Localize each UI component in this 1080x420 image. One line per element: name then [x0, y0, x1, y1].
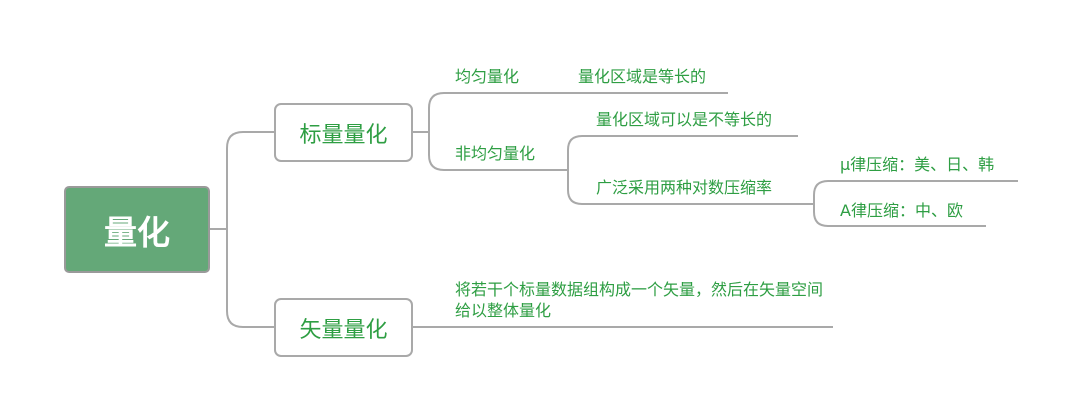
uniform-quantization-label[interactable]: 均匀量化 — [455, 67, 520, 86]
log-to-a-law-connector — [813, 204, 986, 227]
nonuniform-quantization-label[interactable]: 非均匀量化 — [455, 144, 536, 163]
a-law-label[interactable]: A律压缩：中、欧 — [840, 201, 963, 220]
root-node[interactable]: 量化 — [64, 186, 210, 273]
nonuniform-detail-label[interactable]: 量化区域可以是不等长的 — [596, 110, 773, 129]
nonuniform-to-log-connector — [567, 170, 814, 205]
nonuniform-to-detail-connector — [567, 135, 798, 170]
log-compression-label[interactable]: 广泛采用两种对数压缩率 — [596, 178, 773, 197]
scalar-to-uniform-connector — [413, 92, 728, 133]
root-to-vector-connector — [226, 229, 274, 328]
mu-law-label[interactable]: μ律压缩：美、日、韩 — [840, 155, 995, 174]
root-to-scalar-connector — [210, 131, 274, 230]
scalar-quantization-node[interactable]: 标量量化 — [274, 103, 413, 162]
scalar-to-nonuniform-connector — [428, 132, 568, 171]
vector-quantization-node[interactable]: 矢量量化 — [274, 298, 413, 357]
log-to-mu-law-connector — [813, 180, 1018, 204]
uniform-detail-label[interactable]: 量化区域是等长的 — [578, 67, 707, 86]
vector-detail-label[interactable]: 将若干个标量数据组构成一个矢量，然后在矢量空间给以整体量化 — [455, 280, 824, 320]
